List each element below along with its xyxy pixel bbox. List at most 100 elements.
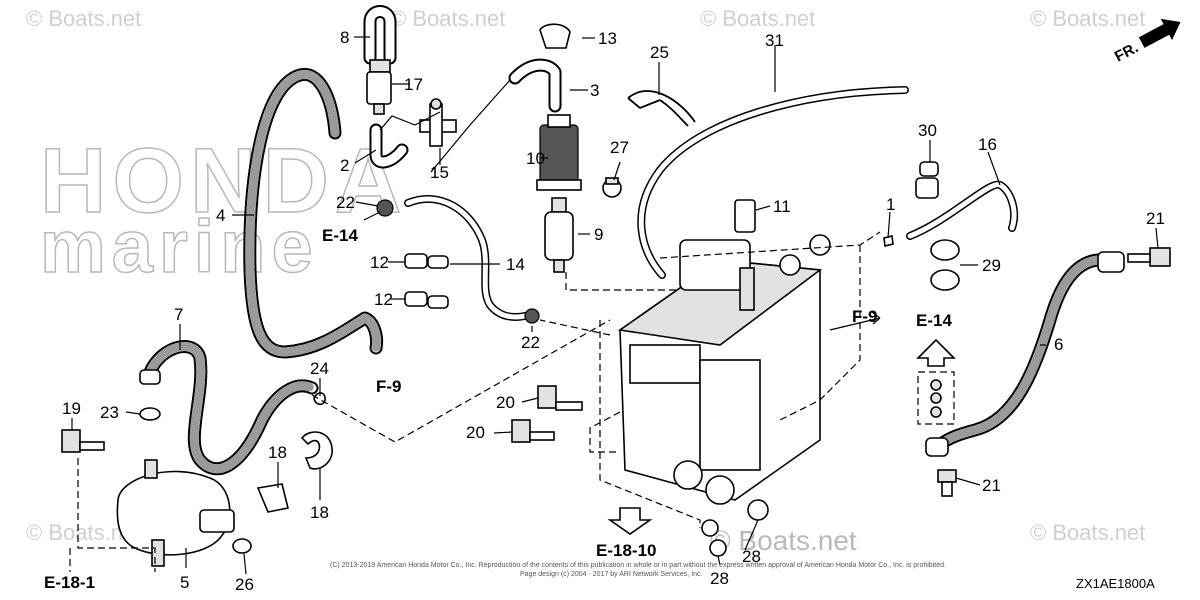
filter-inlet xyxy=(551,197,567,213)
bolt-head xyxy=(511,419,531,443)
hose-31 xyxy=(637,86,909,279)
fuel-filter-9 xyxy=(544,197,574,273)
bolt-head xyxy=(937,469,957,483)
clip-1 xyxy=(883,235,894,247)
callout-20-lower: 20 xyxy=(466,423,485,442)
callout-1: 1 xyxy=(886,195,895,214)
joint-stem xyxy=(429,103,443,147)
callout-18-upper: 18 xyxy=(268,443,287,462)
callout-12-upper: 12 xyxy=(370,253,389,272)
clip-body xyxy=(404,291,428,307)
callout-7: 7 xyxy=(174,305,183,324)
ref-e14-left: E-14 xyxy=(322,226,358,245)
pump-inlet xyxy=(144,459,158,479)
watermark-top-left: © Boats.net xyxy=(26,6,141,31)
hose-3 xyxy=(508,58,562,113)
bolt-19 xyxy=(61,429,105,453)
clip-body xyxy=(919,161,939,177)
copyright-line-1: (C) 2013-2019 American Honda Motor Co., … xyxy=(330,562,946,569)
vapor-separator-assembly xyxy=(617,234,831,505)
washer-26 xyxy=(232,538,252,554)
callout-9: 9 xyxy=(594,225,603,244)
bolt-20-upper xyxy=(537,385,583,411)
clip-12-lower xyxy=(404,291,449,309)
callout-16: 16 xyxy=(978,135,997,154)
clip-18-lower xyxy=(256,483,289,513)
down-arrow-icon xyxy=(607,507,653,535)
separator-cover xyxy=(679,239,751,291)
diagram-code: ZX1AE1800A xyxy=(1076,576,1155,591)
cap-28-upper xyxy=(747,499,769,521)
grommet-top xyxy=(605,177,619,185)
joint-15 xyxy=(419,98,457,147)
bolt-shank xyxy=(79,441,105,451)
callout-20-upper: 20 xyxy=(496,393,515,412)
clip-12-upper xyxy=(404,253,449,269)
ref-e18-1: E-18-1 xyxy=(44,573,95,592)
filter-nipple xyxy=(373,103,385,115)
filter-ring xyxy=(536,179,582,191)
up-arrow-icon xyxy=(916,338,956,367)
callout-17: 17 xyxy=(404,75,423,94)
filter-outlet xyxy=(553,259,565,273)
arrow-icon xyxy=(1138,18,1181,48)
separator-stem xyxy=(739,267,755,311)
filter-top xyxy=(547,114,571,128)
watermark-bottom-center: © Boats.net xyxy=(710,525,857,556)
hose-6-banjo-lower xyxy=(925,437,949,457)
clip-body xyxy=(404,253,428,269)
hose-14 xyxy=(404,195,529,321)
separator-side xyxy=(699,359,761,471)
bolt-20-lower xyxy=(511,419,555,443)
ref-f9-left: F-9 xyxy=(376,377,402,396)
hose-16 xyxy=(906,180,1019,240)
callout-27: 27 xyxy=(610,138,629,157)
hose-2 xyxy=(369,123,409,169)
seal-ring-icon xyxy=(930,406,942,418)
pump-body xyxy=(116,470,231,556)
bolt-shank xyxy=(941,481,953,497)
callout-5: 5 xyxy=(180,573,189,592)
callout-28-bottom: 28 xyxy=(710,569,729,588)
hose-end xyxy=(369,59,391,73)
callout-29: 29 xyxy=(982,256,1001,275)
callout-18-lower: 18 xyxy=(310,503,329,522)
seal-ring-icon xyxy=(930,392,942,404)
bolt-shank xyxy=(555,401,583,411)
callout-25: 25 xyxy=(650,43,669,62)
bolt-head xyxy=(61,429,81,453)
part-27 xyxy=(602,177,622,198)
callout-4: 4 xyxy=(216,206,225,225)
bolt-head xyxy=(1149,247,1171,267)
callout-24: 24 xyxy=(310,359,329,378)
pump-outlet xyxy=(199,509,235,533)
callout-13: 13 xyxy=(598,29,617,48)
watermark-top-center: © Boats.net xyxy=(390,6,505,31)
filter-body xyxy=(544,211,574,261)
callout-31: 31 xyxy=(765,31,784,50)
pump-gear-2 xyxy=(705,475,735,505)
clip-ring xyxy=(930,239,960,261)
callout-22-upper: 22 xyxy=(336,193,355,212)
callout-14: 14 xyxy=(506,255,525,274)
callout-30: 30 xyxy=(918,121,937,140)
callout-2: 2 xyxy=(340,156,349,175)
watermark-logo-honda: HONDA xyxy=(40,130,407,232)
clip-25 xyxy=(627,90,696,127)
watermark-top-right: © Boats.net xyxy=(1030,6,1145,31)
pump-fitting xyxy=(151,539,165,567)
inline-filter-17 xyxy=(366,71,392,105)
joint-cap xyxy=(430,98,442,110)
cap-28-mid xyxy=(701,519,719,537)
seal-ring-icon xyxy=(930,379,942,391)
front-direction-label: FR. xyxy=(1112,39,1141,65)
clip-29 xyxy=(930,239,960,291)
callout-23: 23 xyxy=(100,403,119,422)
callout-15: 15 xyxy=(430,163,449,182)
callout-21-upper: 21 xyxy=(1146,209,1165,228)
ref-e14-right: E-14 xyxy=(916,311,952,330)
copyright-line-2: Page design (c) 2004 - 2017 by ARI Netwo… xyxy=(520,571,703,578)
separator-fitting-2 xyxy=(809,234,831,256)
callout-8: 8 xyxy=(340,28,349,47)
